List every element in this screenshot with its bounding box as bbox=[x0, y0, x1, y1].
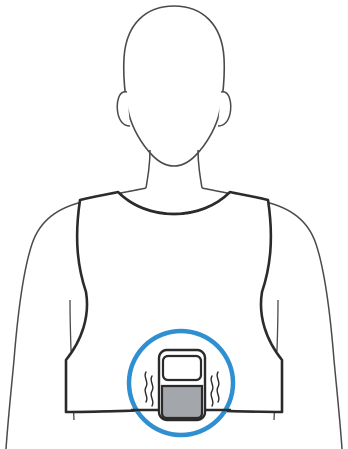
device-lower-panel bbox=[162, 386, 202, 418]
neck-right-line bbox=[198, 150, 202, 188]
head-outline bbox=[124, 6, 225, 166]
sensor-device[interactable] bbox=[159, 350, 205, 420]
device-clip bbox=[163, 356, 201, 380]
head bbox=[117, 6, 230, 166]
neck-left-line bbox=[146, 150, 150, 188]
